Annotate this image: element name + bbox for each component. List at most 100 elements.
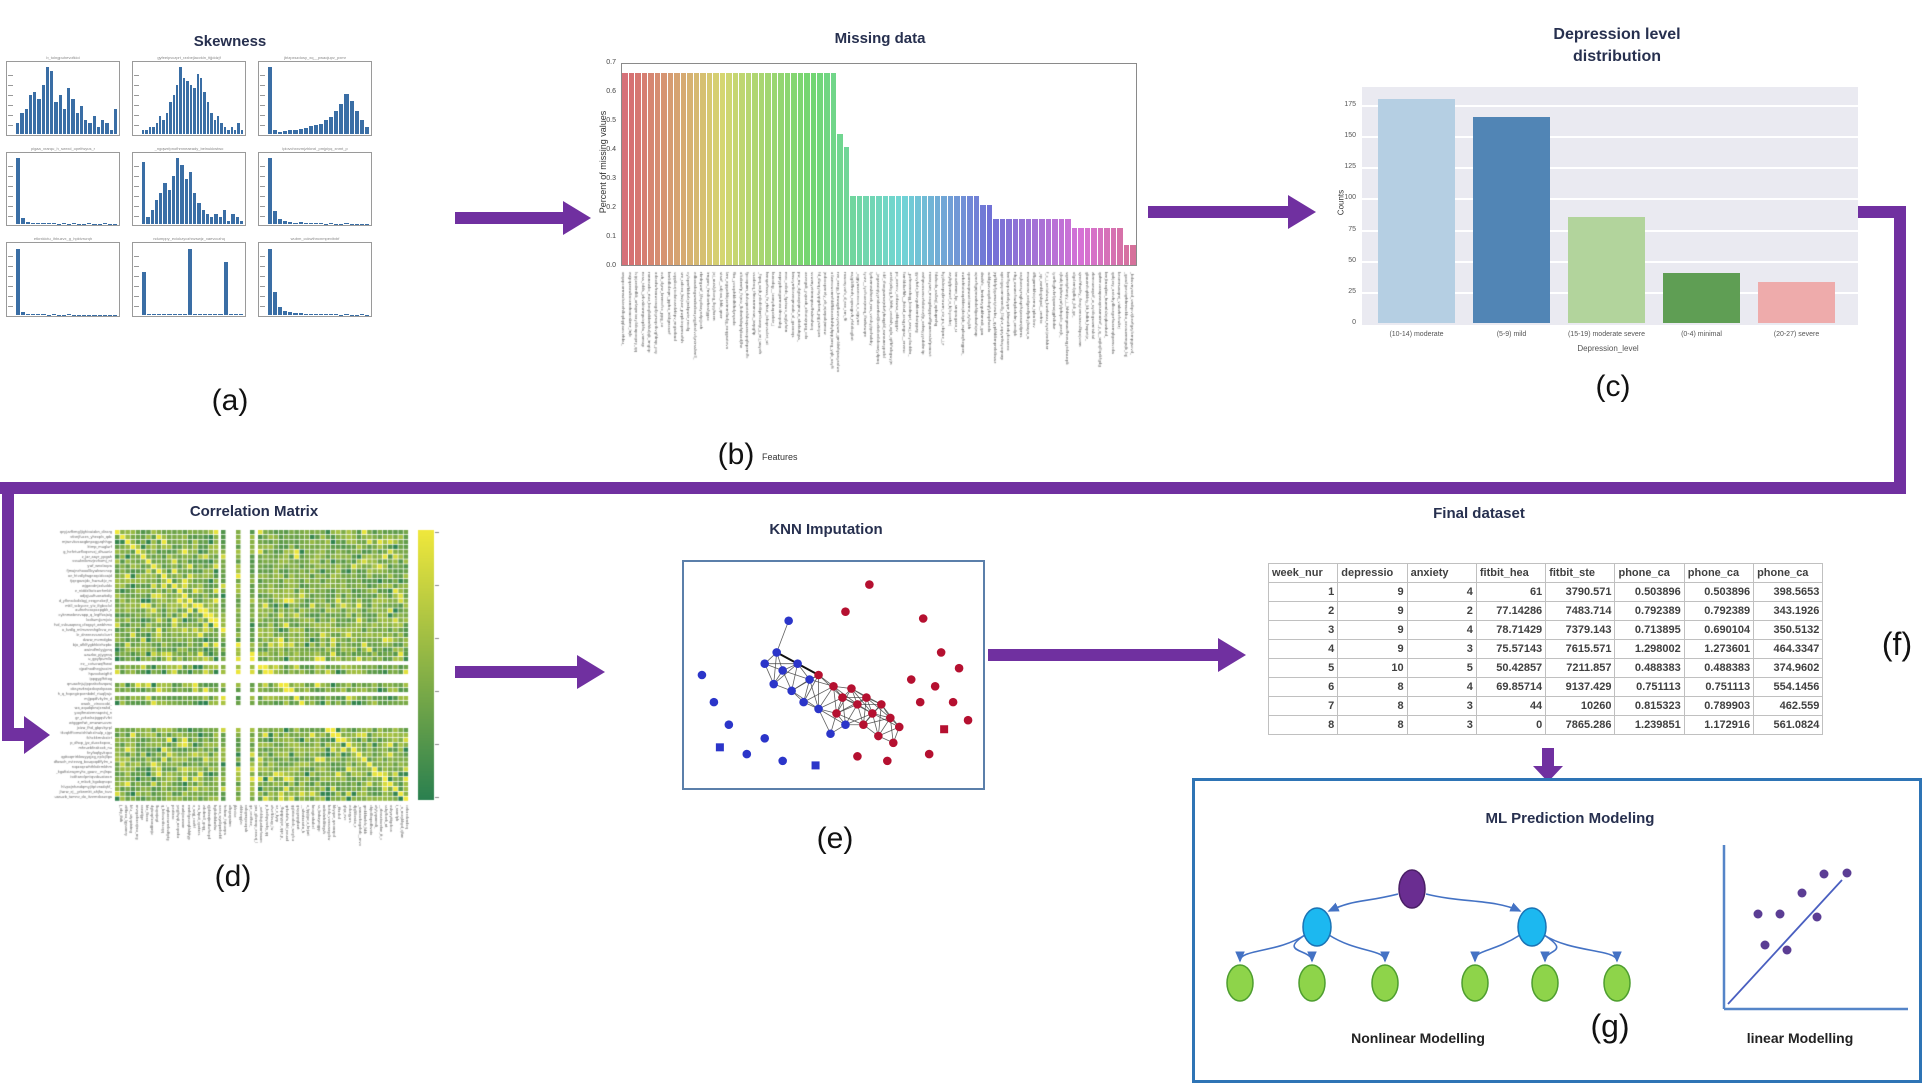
missing-bar [693, 72, 700, 265]
missing-bar [713, 72, 719, 265]
knn-point [709, 697, 719, 707]
missing-bar [934, 196, 941, 265]
histogram-bar [293, 313, 298, 315]
histogram-bar [109, 130, 113, 134]
panel-label-d: (d) [214, 860, 252, 893]
mini-histogram: ndumppy_eciokzyozhnzswjz_xaevcczhq [132, 236, 246, 317]
tree-leaf-node [1461, 964, 1489, 1002]
missing-bar [719, 72, 726, 265]
table-cell: 4 [1407, 583, 1477, 602]
table-cell: 0.789903 [1684, 697, 1755, 716]
histogram-bar [67, 88, 71, 134]
knn-edge [836, 713, 864, 726]
histogram-bar [56, 223, 61, 225]
missing-bar [778, 72, 784, 265]
missing-bar [1019, 219, 1025, 265]
knn-point [877, 700, 886, 709]
table-cell: 4 [1269, 640, 1339, 659]
arrow-f-to-g [1533, 748, 1563, 782]
histogram-bar [31, 314, 36, 315]
knn-point [865, 580, 874, 589]
mini-histogram-plot [132, 61, 246, 136]
y-tick-label: 0.4 [606, 146, 616, 153]
table-cell: 7865.286 [1546, 716, 1616, 735]
mini-histogram-title: _ngqwxfpnofhmneaeady_belnukkwtwo [154, 145, 224, 151]
tree-arrow [1425, 893, 1522, 912]
knn-edge [836, 697, 867, 714]
knn-edge [791, 663, 799, 691]
missing-bar [726, 72, 732, 265]
knn-point [760, 659, 770, 668]
tree-arrow [1327, 893, 1399, 912]
missing-bar [902, 196, 908, 265]
missing-bar [1084, 227, 1091, 265]
histogram-bar [66, 314, 72, 315]
regression-point [1842, 868, 1852, 878]
table-cell: 4 [1407, 621, 1477, 640]
histogram-bar [228, 314, 233, 315]
y-tick-label: 150 [1344, 132, 1356, 140]
histogram-bar [75, 112, 79, 134]
y-tick-label: 50 [1348, 256, 1356, 264]
knn-point [886, 713, 895, 723]
histogram-bar [344, 93, 349, 134]
depression-bar [1663, 273, 1740, 323]
knn-point [963, 715, 973, 725]
missing-bar [667, 72, 674, 265]
table-header-cell: anxiety [1407, 564, 1477, 583]
table-cell: 9 [1338, 583, 1408, 602]
table-cell: 7483.714 [1546, 602, 1616, 621]
histogram-bar [142, 271, 147, 315]
knn-edge [818, 697, 843, 710]
histogram-bar [208, 314, 213, 315]
missing-bar [1045, 219, 1052, 265]
missing-feature-labels [560, 268, 1160, 478]
histogram-bar [324, 120, 329, 134]
mini-histogram-title: b_tolngpuhevofkioi [46, 55, 80, 60]
tree-leaf-node [1603, 964, 1631, 1002]
histogram-bar [61, 223, 66, 225]
panel-label-f: (f) [1881, 626, 1913, 662]
missing-bar [850, 196, 856, 265]
missing-bar [804, 72, 810, 265]
table-cell: 50.42857 [1476, 659, 1547, 678]
histogram-bar [172, 314, 177, 315]
histogram-bar [344, 314, 349, 315]
table-cell: 8 [1269, 716, 1339, 735]
histogram-bar [162, 314, 167, 315]
histogram-bar [201, 210, 205, 225]
knn-edge [782, 670, 810, 680]
histogram-bar [268, 158, 273, 225]
arrow-stem [1148, 206, 1288, 218]
knn-point [889, 738, 898, 748]
histogram-bar [278, 219, 283, 225]
histogram-bar [152, 314, 157, 315]
y-tick-label: 75 [1348, 225, 1356, 233]
knn-edge [803, 674, 819, 703]
panel-label-e: (e) [816, 822, 854, 855]
knn-point [832, 709, 841, 718]
histogram-bar [155, 123, 159, 134]
histogram-bar [218, 217, 222, 225]
missing-bar [823, 72, 830, 265]
histogram-bar [293, 222, 298, 225]
arrow-stem [1542, 748, 1554, 766]
correlation-heatmap [30, 520, 500, 910]
table-cell: 1.172916 [1684, 716, 1755, 735]
connector-c-right-vertical [1894, 206, 1906, 488]
depression-title-line2: distribution [1573, 48, 1661, 65]
missing-bar [856, 196, 863, 265]
histogram-bar [354, 223, 359, 225]
missing-bar [1025, 219, 1032, 265]
table-cell: 1 [1269, 583, 1339, 602]
mini-histogram-title: ndumppy_eciokzyozhnzswjz_xaevcczhq [153, 236, 225, 242]
histogram-bar [205, 213, 209, 225]
knn-edge [776, 620, 790, 653]
knn-point [918, 614, 928, 623]
histogram-bar [238, 314, 243, 315]
histogram-bar [16, 248, 21, 315]
histogram-bar [176, 84, 179, 134]
knn-edge [863, 697, 867, 725]
arrow-head-icon [1288, 195, 1316, 229]
